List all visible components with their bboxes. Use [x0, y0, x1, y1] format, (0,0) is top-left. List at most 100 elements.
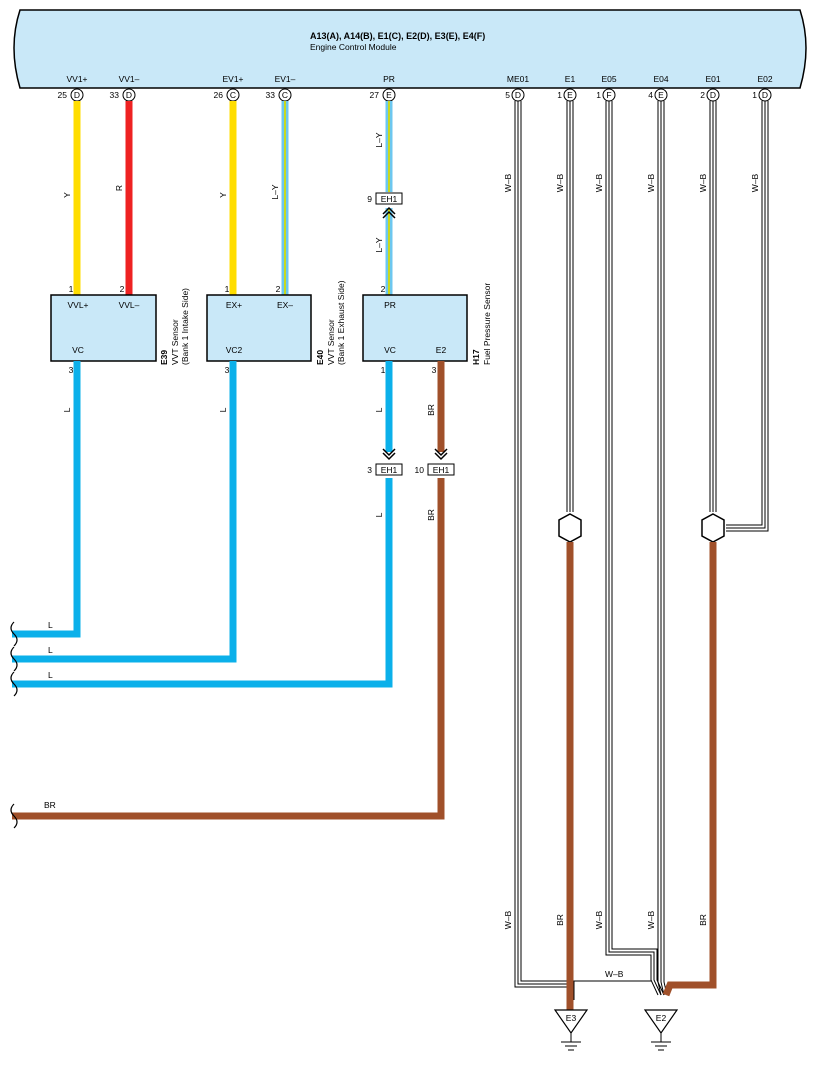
- terminal-pin: 33: [266, 90, 276, 100]
- wire-label-l: L: [218, 407, 228, 412]
- sensor-e40: 1 2 EX+ EX– VC2 3 E40 VVT Sensor (Bank 1…: [206, 280, 346, 375]
- wire-blue-vc: [12, 361, 81, 638]
- h17-term-pr: PR: [384, 300, 396, 310]
- terminal-conn: E: [658, 90, 664, 100]
- terminal-signal-vv1-minus: VV1–: [119, 74, 140, 84]
- e40-pin3: 3: [225, 365, 230, 375]
- wire-blue-h17-vc: [12, 361, 393, 688]
- splice-e01: [701, 513, 725, 543]
- terminal-conn: E: [386, 90, 392, 100]
- wire-label-left-br: BR: [44, 800, 56, 810]
- wire-label-wb: W–B: [594, 910, 604, 929]
- terminal-conn: D: [126, 90, 132, 100]
- eh1-connector-vc: EH1 3: [367, 448, 403, 476]
- terminal-pin: 1: [557, 90, 562, 100]
- h17-term-e2: E2: [436, 345, 447, 355]
- terminal-signal-me01: ME01: [507, 74, 529, 84]
- e39-pin3: 3: [69, 365, 74, 375]
- ecm-title: A13(A), A14(B), E1(C), E2(D), E3(E), E4(…: [310, 31, 485, 41]
- sensor-h17: 2 PR VC E2 1 3 H17 Fuel Pressure Sensor: [362, 283, 492, 375]
- e40-term2: EX–: [277, 300, 293, 310]
- e40-pin1: 1: [225, 284, 230, 294]
- e39-term2: VVL–: [119, 300, 140, 310]
- wire-label-br: BR: [426, 404, 436, 416]
- terminal-signal-vv1-plus: VV1+: [66, 74, 87, 84]
- terminal-pin: 2: [700, 90, 705, 100]
- wire-label-wb: W–B: [503, 173, 513, 192]
- eh1-pr-pin: 9: [367, 194, 372, 204]
- wire-label-l: L: [374, 407, 384, 412]
- ground-label-e2: E2: [656, 1013, 667, 1023]
- wire-label-y: Y: [62, 192, 72, 198]
- terminal-signal-e02: E02: [757, 74, 772, 84]
- eh1-pr-name: EH1: [381, 194, 398, 204]
- e40-pin2: 2: [276, 284, 281, 294]
- e40-term3: VC2: [226, 345, 243, 355]
- wire-label-br: BR: [698, 914, 708, 926]
- wire-label-ly: L–Y: [270, 184, 280, 199]
- terminal-pin: 5: [505, 90, 510, 100]
- wire-label-br: BR: [555, 914, 565, 926]
- ground-wires: [514, 101, 769, 1000]
- eh1-connector-pr: EH1 9: [367, 192, 403, 219]
- ecm-terminal-pins: 25 D 33 D 26 C 33 C 27 E 5 D 1 E 1 F 4 E…: [58, 88, 772, 102]
- upper-wire-labels: Y R Y L–Y L–Y L–Y: [62, 132, 384, 252]
- wire-label-wb: W–B: [698, 173, 708, 192]
- wire-label-wb: W–B: [594, 173, 604, 192]
- wire-label-l: L: [374, 512, 384, 517]
- terminal-conn: C: [230, 90, 236, 100]
- h17-pin-vc: 1: [381, 365, 386, 375]
- sensor-e39: 1 2 VVL+ VVL– VC 3 E39 VVT Sensor (Bank …: [50, 284, 190, 375]
- terminal-signal-e04: E04: [653, 74, 668, 84]
- e39-term3: VC: [72, 345, 84, 355]
- terminal-conn: D: [710, 90, 716, 100]
- e39-name: VVT Sensor: [170, 319, 180, 365]
- terminal-conn: D: [515, 90, 521, 100]
- terminal-pin: 1: [752, 90, 757, 100]
- terminal-conn: D: [74, 90, 80, 100]
- wire-label-y: Y: [218, 192, 228, 198]
- e40-detail: (Bank 1 Exhaust Side): [336, 280, 346, 365]
- e40-code: E40: [315, 350, 325, 365]
- e39-pin1: 1: [69, 284, 74, 294]
- wire-label-wb-join: W–B: [605, 969, 624, 979]
- wire-label-ly: L–Y: [374, 132, 384, 147]
- terminal-conn: D: [762, 90, 768, 100]
- e40-term1: EX+: [226, 300, 242, 310]
- terminal-pin: 25: [58, 90, 68, 100]
- e39-term1: VVL+: [67, 300, 88, 310]
- h17-term-vc: VC: [384, 345, 396, 355]
- lower-wire-labels: L L L L BR BR L L L BR: [44, 404, 436, 810]
- h17-pin-e2: 3: [432, 365, 437, 375]
- ground-wire-labels: W–B W–B W–B W–B W–B W–B W–B BR W–B W–B B…: [503, 173, 760, 979]
- terminal-conn: C: [282, 90, 288, 100]
- terminal-signal-e05: E05: [601, 74, 616, 84]
- terminal-signal-ev1-minus: EV1–: [275, 74, 296, 84]
- wire-brown-h17-e2: [12, 361, 445, 820]
- wire-blue-vc2: [12, 361, 237, 663]
- wire-label-wb: W–B: [503, 910, 513, 929]
- terminal-pin: 27: [370, 90, 380, 100]
- wire-break-marks: [10, 621, 18, 829]
- wire-label-left-l: L: [48, 670, 53, 680]
- e39-detail: (Bank 1 Intake Side): [180, 288, 190, 365]
- terminal-pin: 1: [596, 90, 601, 100]
- wire-label-br: BR: [426, 509, 436, 521]
- ground-e2: E2: [643, 1009, 679, 1051]
- h17-code: H17: [471, 349, 481, 365]
- wire-label-left-l: L: [48, 645, 53, 655]
- wire-label-ly: L–Y: [374, 237, 384, 252]
- h17-name: Fuel Pressure Sensor: [482, 283, 492, 365]
- terminal-pin: 26: [214, 90, 224, 100]
- wire-label-wb: W–B: [555, 173, 565, 192]
- wire-label-wb: W–B: [750, 173, 760, 192]
- ecm-subtitle: Engine Control Module: [310, 42, 397, 52]
- eh1-vc-pin: 3: [367, 465, 372, 475]
- ground-label-e3: E3: [566, 1013, 577, 1023]
- eh1-e2-name: EH1: [433, 465, 450, 475]
- terminal-signal-pr: PR: [383, 74, 395, 84]
- terminal-pin: 33: [110, 90, 120, 100]
- wire-label-r: R: [114, 185, 124, 191]
